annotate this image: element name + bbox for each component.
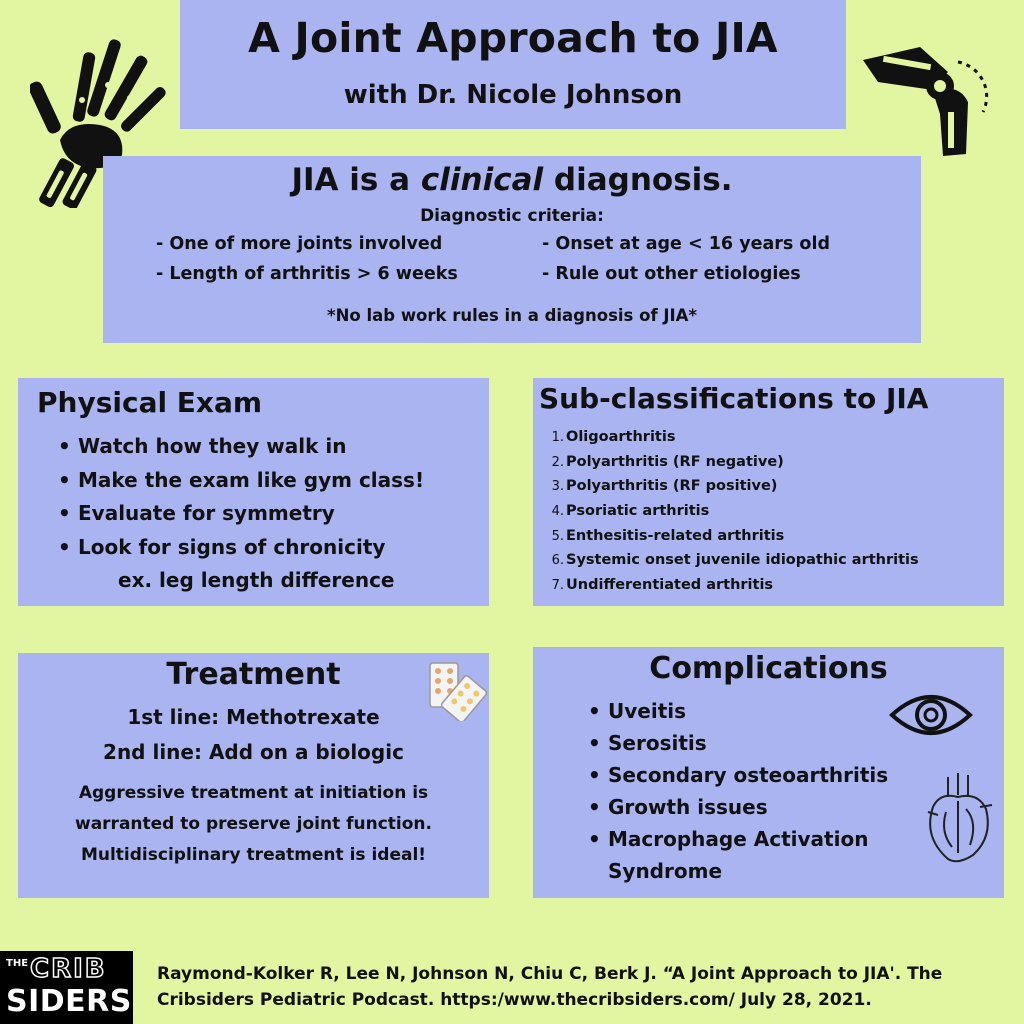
diagnosis-heading: JIA is a clinical diagnosis.	[103, 162, 921, 198]
list-item: 7.Undifferentiated arthritis	[543, 573, 919, 598]
list-item: • Make the exam like gym class!	[58, 464, 424, 498]
diagnosis-panel: JIA is a clinical diagnosis. Diagnostic …	[103, 156, 921, 343]
treatment-first-line: 1st line: Methotrexate	[127, 705, 380, 729]
logo-siders: SIDERS	[6, 984, 132, 1019]
physical-exam-subitem: ex. leg length difference	[118, 568, 395, 592]
complications-heading: Complications	[649, 651, 888, 686]
pills-icon	[429, 662, 488, 721]
bullet-icon: •	[58, 534, 71, 559]
criterion-item: - Onset at age < 16 years old	[542, 234, 830, 254]
criterion-item: - One of more joints involved	[156, 234, 443, 254]
bullet-icon: •	[58, 501, 71, 525]
list-item: • Watch how they walk in	[58, 430, 424, 464]
diagnosis-heading-post: diagnosis.	[543, 162, 733, 198]
complications-list: • Uveitis • Serositis • Secondary osteoarth…	[588, 695, 888, 887]
bullet-icon: •	[588, 795, 601, 819]
treatment-panel: Treatment 1st line: Methotrexate 2nd lin…	[18, 653, 489, 898]
physical-exam-panel: Physical Exam • Watch how they walk in • M…	[18, 378, 489, 606]
list-item: • Uveitis	[588, 695, 888, 727]
cribsiders-logo: THE CRIB SIDERS	[0, 951, 133, 1024]
list-item-text: Look for signs of chronicity	[78, 534, 386, 559]
list-item: • Macrophage Activation	[588, 823, 888, 855]
list-number: 5.	[551, 528, 564, 544]
treatment-second-line: 2nd line: Add on a biologic	[103, 740, 404, 764]
physical-exam-heading: Physical Exam	[37, 386, 263, 419]
diagnosis-note: *No lab work rules in a diagnosis of JIA…	[326, 306, 698, 325]
bullet-icon: •	[588, 731, 601, 755]
treatment-heading: Treatment	[166, 657, 341, 692]
criterion-item: - Length of arthritis > 6 weeks	[156, 264, 458, 284]
list-item: • Serositis	[588, 727, 888, 759]
bullet-icon: •	[588, 699, 601, 723]
title-banner: A Joint Approach to JIA with Dr. Nicole …	[180, 0, 846, 129]
bullet-icon: •	[58, 434, 71, 458]
list-item-text: Evaluate for symmetry	[78, 501, 335, 525]
bullet-icon: •	[588, 763, 601, 787]
subclassifications-heading: Sub-classifications to JIA	[539, 382, 929, 415]
physical-exam-list: • Watch how they walk in • Make the exam l…	[58, 430, 424, 564]
list-number: 1.	[551, 430, 564, 445]
list-item: 3.Polyarthritis (RF positive)	[543, 474, 919, 499]
list-item: • Evaluate for symmetry	[58, 497, 424, 531]
heart-icon	[927, 773, 993, 863]
citation-line: Cribsiders Pediatric Podcast. https:/www…	[157, 990, 872, 1010]
complications-panel: Complications • Uveitis • Serositis • Secon…	[533, 647, 1004, 898]
diagnosis-heading-emphasis: clinical	[420, 162, 544, 198]
bullet-icon: •	[58, 467, 71, 492]
hand-xray-icon	[30, 39, 166, 208]
list-item-text: Secondary osteoarthritis	[608, 763, 889, 787]
list-item-text: Make the exam like gym class!	[78, 467, 425, 492]
list-item-text: Undifferentiated arthritis	[566, 577, 774, 594]
list-number: 6.	[551, 553, 564, 569]
list-item: 1.Oligoarthritis	[543, 425, 919, 450]
bullet-icon: •	[588, 827, 601, 851]
treatment-paragraph-line: warranted to preserve joint function.	[75, 814, 432, 834]
knee-joint-icon	[863, 47, 989, 156]
list-item-continuation: Syndrome	[588, 855, 888, 887]
list-item-text: Enthesitis-related arthritis	[566, 527, 785, 544]
list-number: 2.	[551, 454, 564, 470]
list-item: • Look for signs of chronicity	[58, 531, 424, 565]
list-item: 4.Psoriatic arthritis	[543, 499, 919, 524]
list-item-text: Polyarthritis (RF positive)	[566, 478, 778, 495]
list-item-text: Serositis	[608, 731, 707, 755]
list-number: 4.	[551, 504, 564, 520]
citation: Raymond-Kolker R, Lee N, Johnson N, Chiu…	[157, 961, 1007, 1013]
logo-the: THE	[6, 958, 29, 969]
page-subtitle: with Dr. Nicole Johnson	[343, 80, 683, 110]
list-number: 3.	[551, 479, 564, 495]
list-number: 7.	[551, 578, 564, 594]
list-item: 6.Systemic onset juvenile idiopathic art…	[543, 548, 919, 573]
diagnosis-heading-pre: JIA is a	[291, 162, 421, 198]
subclassifications-list: 1.Oligoarthritis 2.Polyarthritis (RF neg…	[543, 425, 919, 598]
list-item-text: Psoriatic arthritis	[566, 503, 710, 520]
list-item-text: Macrophage Activation	[608, 827, 869, 851]
citation-line: Raymond-Kolker R, Lee N, Johnson N, Chiu…	[157, 964, 943, 984]
list-item-text: Polyarthritis (RF negative)	[566, 453, 784, 470]
list-item-text: Systemic onset juvenile idiopathic arthr…	[566, 552, 919, 569]
list-item-text: Uveitis	[608, 699, 687, 723]
criterion-item: - Rule out other etiologies	[542, 264, 801, 284]
subclassifications-panel: Sub-classifications to JIA 1.Oligoarthri…	[533, 378, 1004, 606]
list-item-text: Syndrome	[608, 859, 723, 883]
list-item-text: Oligoarthritis	[566, 429, 676, 445]
list-item: 2.Polyarthritis (RF negative)	[543, 450, 919, 475]
treatment-paragraph-line: Aggressive treatment at initiation is	[78, 783, 429, 803]
page-title: A Joint Approach to JIA	[248, 14, 778, 62]
criteria-label: Diagnostic criteria:	[420, 206, 604, 226]
logo-crib: CRIB	[29, 953, 107, 985]
list-item-text: Watch how they walk in	[78, 434, 347, 458]
list-item: • Growth issues	[588, 791, 888, 823]
list-item-text: Growth issues	[608, 795, 768, 819]
treatment-paragraph-line: Multidisciplinary treatment is ideal!	[80, 845, 427, 865]
list-item: 5.Enthesitis-related arthritis	[543, 524, 919, 549]
list-item: • Secondary osteoarthritis	[588, 759, 888, 791]
eye-icon	[889, 695, 973, 735]
